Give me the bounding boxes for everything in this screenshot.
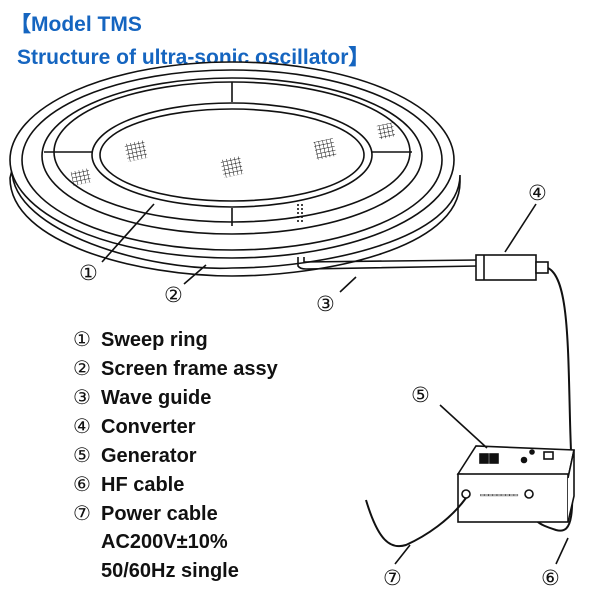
- legend-label: Wave guide: [101, 387, 212, 409]
- legend-label: Power cable: [101, 503, 218, 525]
- generator-panel-label: ▭▭▭▭▭▭▭▭▭: [480, 491, 518, 499]
- callout-4: ④: [528, 181, 547, 205]
- generator: [456, 445, 575, 523]
- legend-item-screen-frame: ② Screen frame assy: [73, 354, 278, 383]
- legend-item-sweep-ring: ① Sweep ring: [73, 325, 278, 354]
- wave-guide: [297, 257, 479, 270]
- legend-num: ①: [73, 327, 91, 351]
- title-model: 【Model TMS: [10, 13, 142, 36]
- legend-num: ③: [73, 385, 91, 409]
- callout-5: ⑤: [411, 383, 430, 407]
- legend-item-converter: ④ Converter: [73, 412, 278, 441]
- callout-7: ⑦: [383, 566, 402, 590]
- legend-label: Sweep ring: [101, 329, 208, 351]
- legend-num: ⑥: [73, 472, 91, 496]
- power-spec-frequency: 50/60Hz single: [101, 560, 239, 582]
- legend-label: Converter: [101, 416, 196, 438]
- legend-item-hf-cable: ⑥ HF cable: [73, 470, 278, 499]
- callout-2: ②: [164, 283, 183, 307]
- title-structure: Structure of ultra-sonic oscillator】: [17, 46, 370, 69]
- converter: [475, 254, 549, 281]
- legend-item-generator: ⑤ Generator: [73, 441, 278, 470]
- legend-item-power-cable: ⑦ Power cable: [73, 499, 278, 528]
- legend-num: ④: [73, 414, 91, 438]
- callout-6: ⑥: [541, 566, 560, 590]
- legend-label: Generator: [101, 445, 197, 467]
- power-cable: [365, 497, 467, 548]
- legend-item-wave-guide: ③ Wave guide: [73, 383, 278, 412]
- legend-num: ②: [73, 356, 91, 380]
- legend-num: ⑤: [73, 443, 91, 467]
- mesh-patches: [70, 122, 396, 186]
- legend-label: HF cable: [101, 474, 185, 496]
- leader-lines: [101, 203, 569, 565]
- sweep-ring: [91, 102, 373, 208]
- parts-legend: ① Sweep ring ② Screen frame assy ③ Wave gui…: [73, 325, 278, 586]
- legend-label: Screen frame assy: [101, 358, 278, 380]
- callout-1: ①: [79, 261, 98, 285]
- callout-3: ③: [316, 292, 335, 316]
- legend-num: ⑦: [73, 501, 91, 525]
- power-spec-voltage: AC200V±10%: [101, 531, 228, 553]
